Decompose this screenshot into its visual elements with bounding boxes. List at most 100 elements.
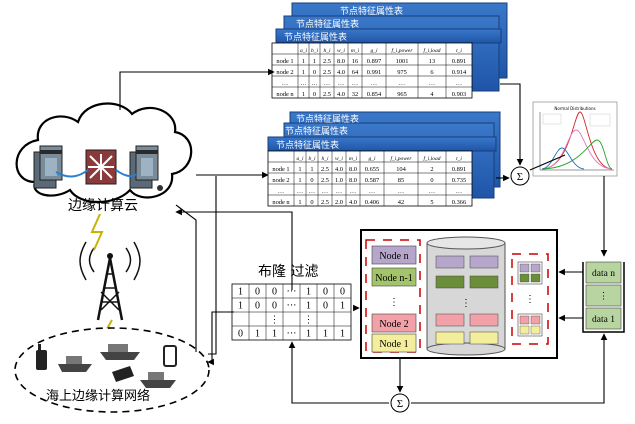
sum-node-top: Σ [510,166,530,186]
top-cell: 0.891 [452,58,466,65]
cylinder-cell [469,313,499,327]
top-cell: … [429,80,435,87]
table-title-back-1: 节点特征属性表 [296,18,359,30]
bottom-cell: … [297,188,303,195]
top-cell: … [399,80,405,87]
cylinder-ellipsis: ⋮ [461,298,471,309]
top-header-cell: a_i [300,48,308,54]
ship-icon [100,344,140,360]
laptop-icon [112,366,134,382]
bottom-header-cell: g_i [368,156,376,162]
bloom-bit: 1 [272,329,277,340]
top-cell: … [456,80,462,87]
bottom-cell: … [429,188,435,195]
top-cell: 1 [313,58,316,65]
bottom-header-cell: t_i [456,156,462,162]
cylinder-cell [435,255,465,269]
top-cell: 1 [302,69,305,76]
node-label: Node n-1 [375,273,413,284]
sum-symbol-top: Σ [517,171,523,183]
cell-tower-icon [79,241,141,321]
node-label: Node 2 [379,319,408,330]
top-header-cell: g_i [370,48,378,54]
top-cell: 6 [430,69,433,76]
cylinder-cell [469,331,499,345]
maritime-edge-network: 海上边缘计算网络 [14,327,210,413]
bottom-cell: … [369,188,375,195]
bottom-header-cell: a_i [296,156,304,162]
bloom-bit: 0 [255,287,260,298]
bloom-bit: 0 [323,301,328,312]
table-title-back-4: 节点特征属性表 [296,113,359,125]
bloom-bit: ··· [287,287,297,298]
top-cell: 2.5 [323,69,331,76]
top-cell: 1 [302,58,305,65]
table-title-front: 节点特征属性表 [284,31,347,43]
bottom-cell: … [309,188,315,195]
server-icon [129,145,163,191]
bottom-cell: 1 [298,177,301,184]
top-cell: … [311,80,317,87]
bottom-cell: 2.5 [321,166,329,173]
node-label: Node 1 [379,339,408,350]
top-cell: … [282,80,288,87]
queue-item-label: ⋮ [599,292,609,302]
bloom-bit: 1 [238,287,243,298]
bottom-cell: node n [272,199,290,206]
top-cell: 0.897 [367,58,382,65]
cylinder-cell [435,331,465,345]
bucket-ellipsis: ⋮ [525,294,535,305]
bottom-cell: … [398,188,404,195]
bottom-cell: 0.655 [365,166,379,173]
bottom-cell: node 1 [272,166,289,173]
cylinder-cell [435,275,465,289]
data-queue: data n⋮data 1 [582,261,625,333]
bottom-header-cell: w_i [335,156,343,162]
bloom-bit: ··· [287,301,297,312]
top-header-cell: m_i [351,48,360,54]
top-cell: … [352,80,358,87]
bottom-header-cell: f_i,load [424,155,441,162]
bottom-header-cell: f_i,power [391,155,413,162]
table-title-back-2: 节点特征属性表 [340,5,403,17]
top-cell: … [338,80,344,87]
bottom-cell: 2 [430,166,433,173]
bottom-cell: 0.735 [452,177,466,184]
bottom-cell: 2.5 [321,199,329,206]
bloom-bit: 1 [306,287,311,298]
top-cell: 32 [352,91,358,98]
connectors [119,68,608,404]
top-cell: node 1 [276,58,293,65]
edge-cloud-label: 边缘计算云 [68,198,138,214]
bloom-bit: ⋮ [270,315,280,326]
top-cell: 0.854 [367,91,382,98]
bottom-cell: 8.0 [349,177,357,184]
sum-node-bottom: Σ [390,393,410,413]
bottom-cell: 1 [298,166,301,173]
top-cell: 0 [313,69,316,76]
top-header-cell: h_i [323,48,331,54]
top-cell: … [300,80,306,87]
top-header-cell: b_i [311,48,319,54]
bloom-bit: ⋮ [304,315,314,326]
bottom-cell: 0.406 [365,199,379,206]
bottom-cell: … [456,188,462,195]
bottom-cell: 5 [430,199,433,206]
node-box [371,267,417,287]
bottom-cell: 85 [398,177,404,184]
normal-distribution-thumbnail: Normal Distributions [532,101,618,177]
router-icon [85,149,117,185]
top-cell: … [324,80,330,87]
bottom-cell: 42 [398,199,404,206]
top-cell: 4.0 [337,91,345,98]
top-cell: 2.5 [323,91,331,98]
top-cell: … [371,80,377,87]
bottom-cell: 0.587 [365,177,380,184]
sum-symbol-bottom: Σ [397,398,403,410]
table-title-front-2: 节点特征属性表 [276,139,339,151]
